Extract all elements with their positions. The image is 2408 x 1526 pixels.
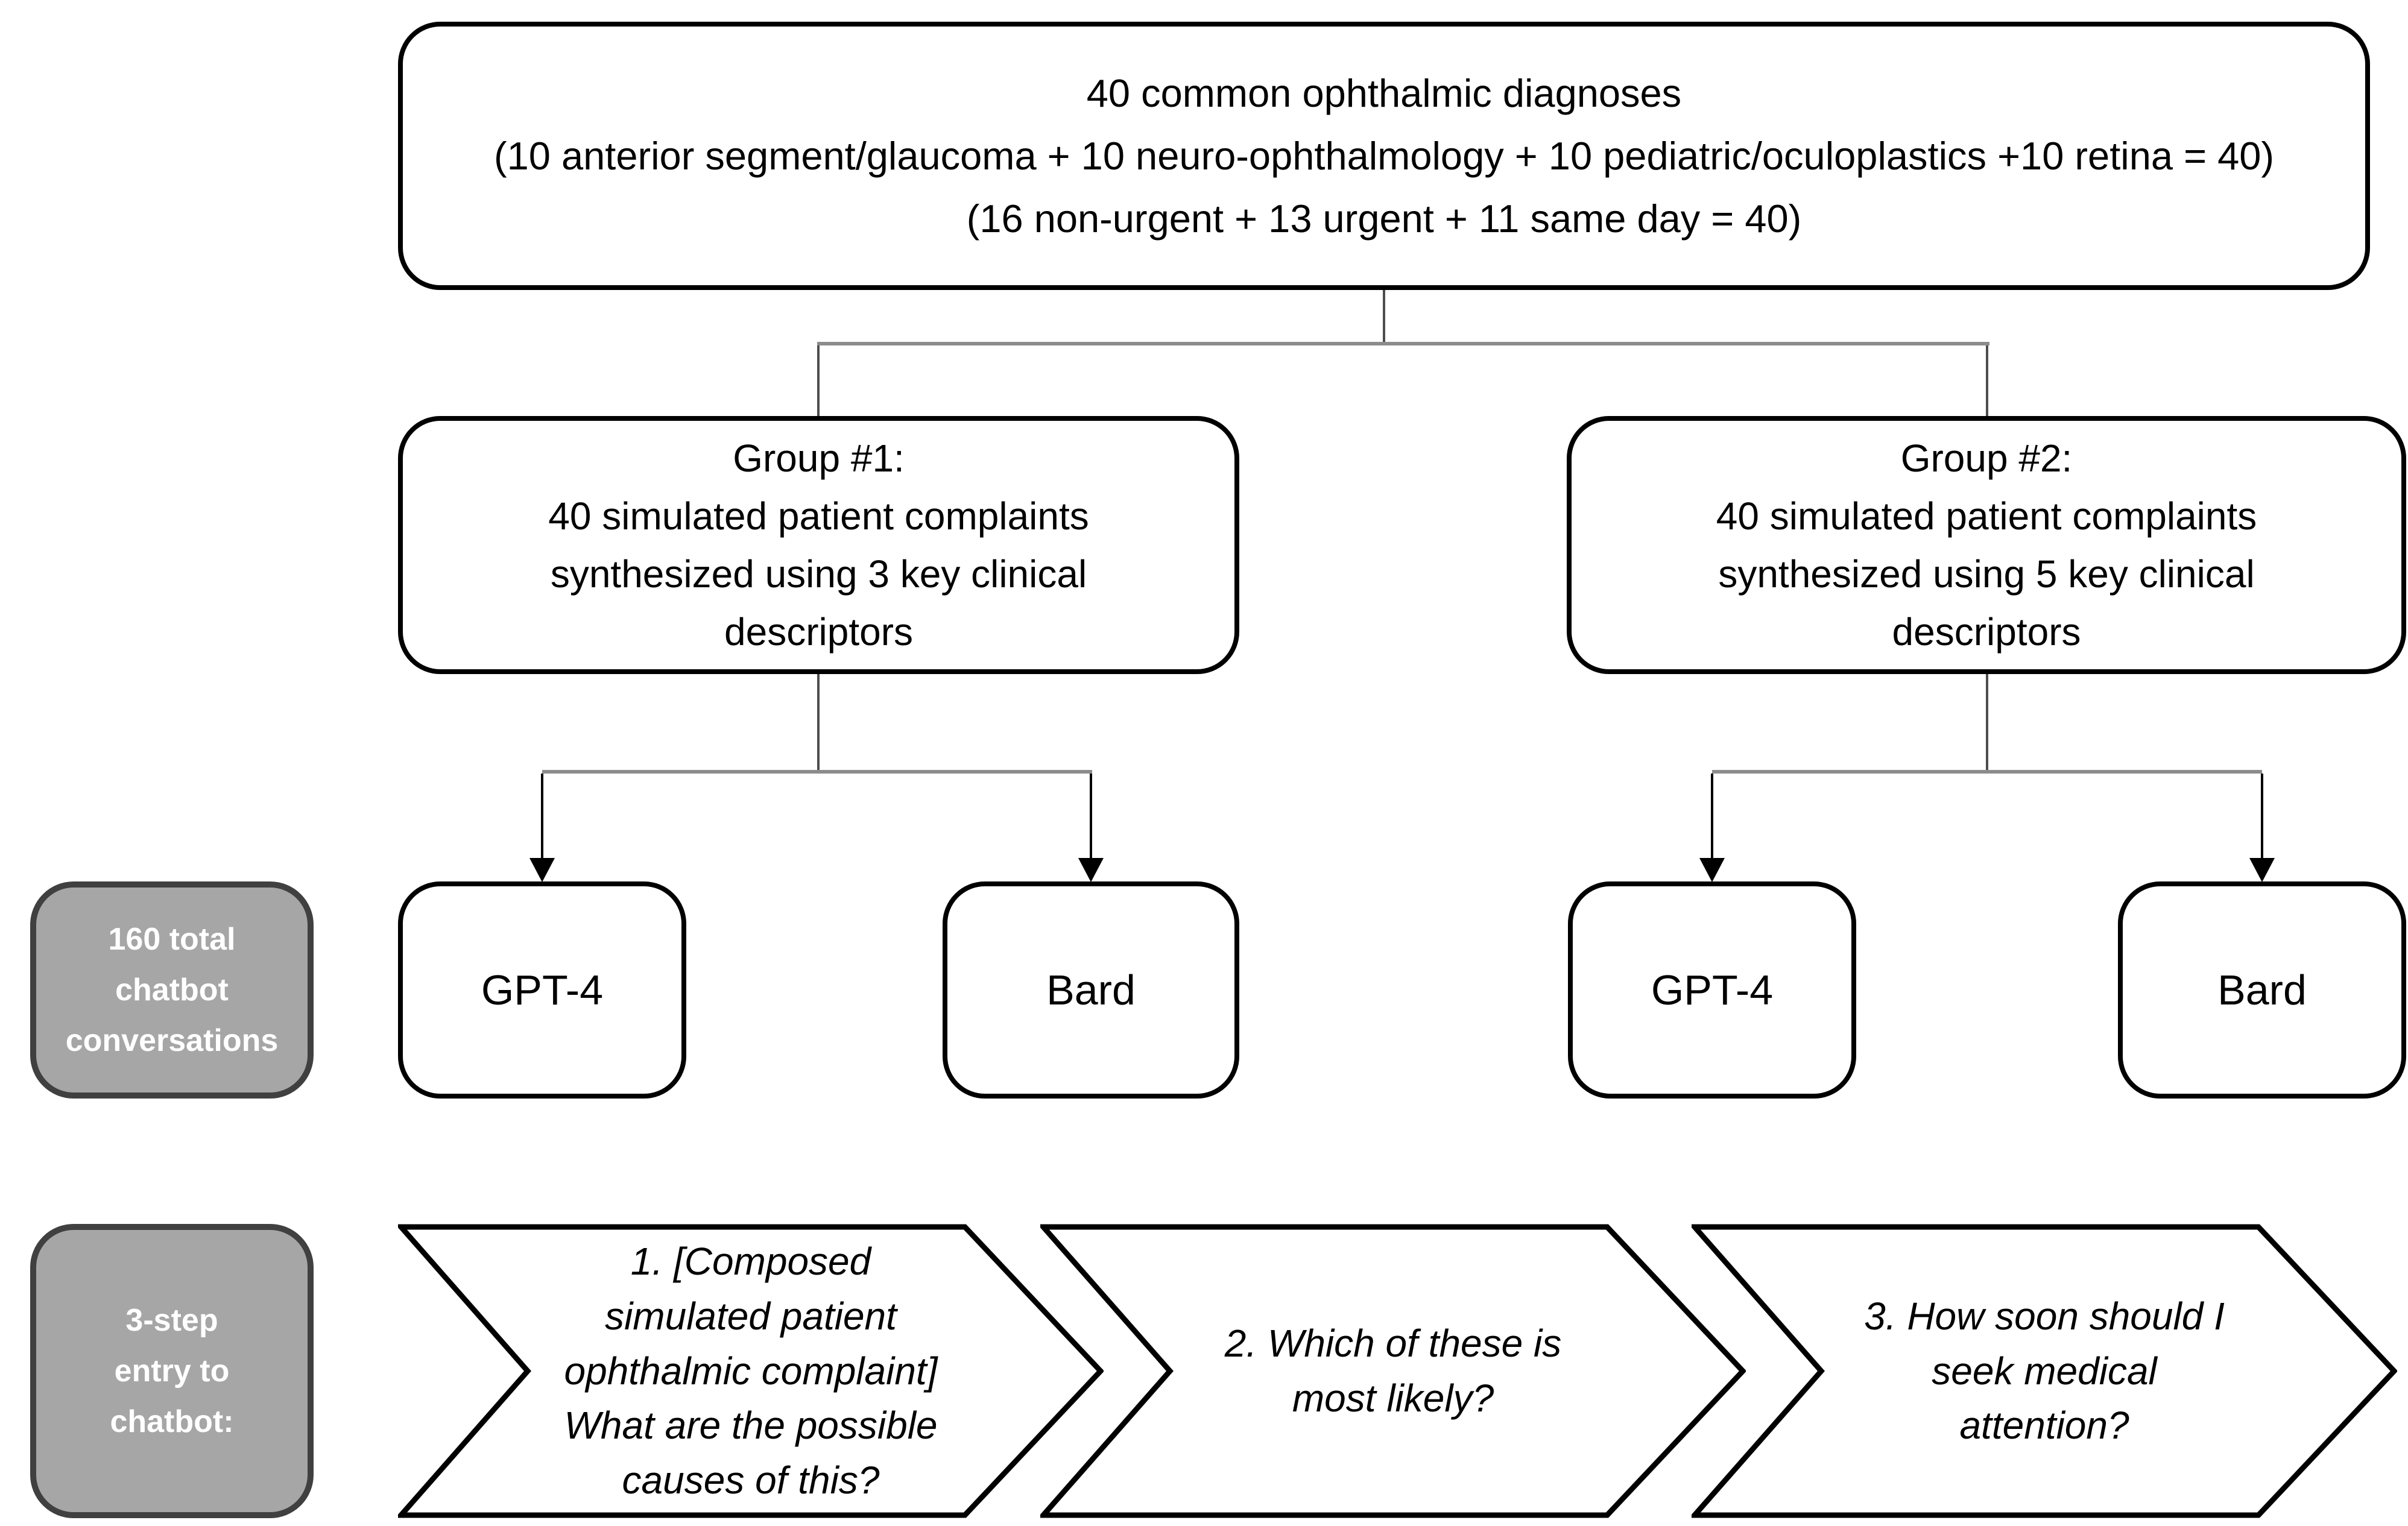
conversations-count-label: 160 total chatbot conversations <box>30 881 314 1099</box>
arrow-stem-gpt4-group2 <box>1711 774 1713 860</box>
chatbot-box-bard-group1: Bard <box>943 881 1239 1099</box>
step-2-chevron <box>1040 1224 1746 1518</box>
connector-top-vertical <box>1383 290 1385 345</box>
arrow-down-icon <box>2249 858 2275 882</box>
connector-top-horizontal <box>817 342 1989 345</box>
step-3-chevron <box>1692 1224 2397 1518</box>
step-2-text: 2. Which of these is most likely? <box>1224 1322 1562 1420</box>
arrow-down-icon <box>1699 858 1725 882</box>
arrow-stem-gpt4-group1 <box>541 774 543 860</box>
entry-steps-label: 3-step entry to chatbot: <box>30 1224 314 1518</box>
group-1-box: Group #1: 40 simulated patient complaint… <box>398 416 1239 674</box>
connector-group1-horizontal <box>542 770 1092 774</box>
step-1-chevron <box>398 1224 1104 1518</box>
step-3-text: 3. How soon should I seek medical attent… <box>1864 1294 2225 1448</box>
arrow-down-icon <box>529 858 555 882</box>
connector-group2-vertical <box>1986 674 1988 772</box>
diagnoses-summary-box: 40 common ophthalmic diagnoses (10 anter… <box>398 22 2370 290</box>
arrow-stem-bard-group1 <box>1090 774 1092 860</box>
chatbot-box-gpt4-group1: GPT-4 <box>398 881 686 1099</box>
group-2-box: Group #2: 40 simulated patient complaint… <box>1567 416 2406 674</box>
connector-stub-group2 <box>1986 345 1988 416</box>
connector-group2-horizontal <box>1712 770 2262 774</box>
connector-group1-vertical <box>817 674 820 772</box>
step-1-text: 1. [Composed simulated patient ophthalmi… <box>564 1239 938 1502</box>
arrow-down-icon <box>1078 858 1104 882</box>
chatbot-box-bard-group2: Bard <box>2118 881 2406 1099</box>
chatbot-box-gpt4-group2: GPT-4 <box>1568 881 1856 1099</box>
connector-stub-group1 <box>817 345 820 416</box>
arrow-stem-bard-group2 <box>2261 774 2263 860</box>
